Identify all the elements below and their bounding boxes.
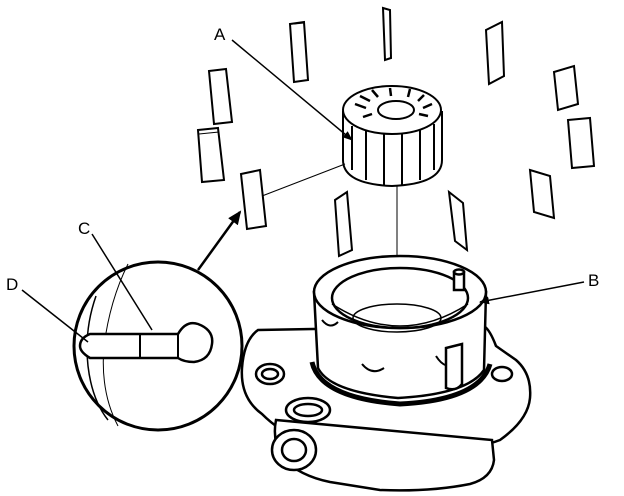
- vane-group: [196, 6, 596, 258]
- rotor: [342, 85, 443, 188]
- detail-magnifier: [72, 260, 244, 432]
- leader-d: [21, 289, 89, 343]
- vane-top-right: [484, 20, 506, 86]
- vane-left-lower: [239, 168, 268, 231]
- magnify-arrow: [196, 210, 242, 271]
- vane-top-left: [288, 20, 310, 84]
- pump-housing: [240, 254, 532, 492]
- o-ring: [309, 361, 493, 407]
- label-b: B: [588, 271, 599, 290]
- vane-lower-left: [333, 190, 354, 258]
- vane-leader-line: [261, 163, 346, 197]
- label-d: D: [6, 275, 18, 294]
- vane-detail-shape: [78, 321, 214, 364]
- vane-right-lower: [528, 168, 556, 220]
- label-a: A: [214, 25, 226, 44]
- leader-a: [231, 39, 353, 141]
- vane-lower-right: [447, 189, 469, 253]
- leader-c: [91, 233, 153, 331]
- leader-b: [479, 281, 585, 305]
- vane-left-upper: [207, 67, 234, 126]
- vane-right-middle: [566, 116, 596, 170]
- vane-right-upper: [552, 64, 580, 112]
- vane-top-center: [381, 6, 393, 62]
- label-c: C: [78, 219, 90, 238]
- vane-left-middle: [196, 126, 226, 184]
